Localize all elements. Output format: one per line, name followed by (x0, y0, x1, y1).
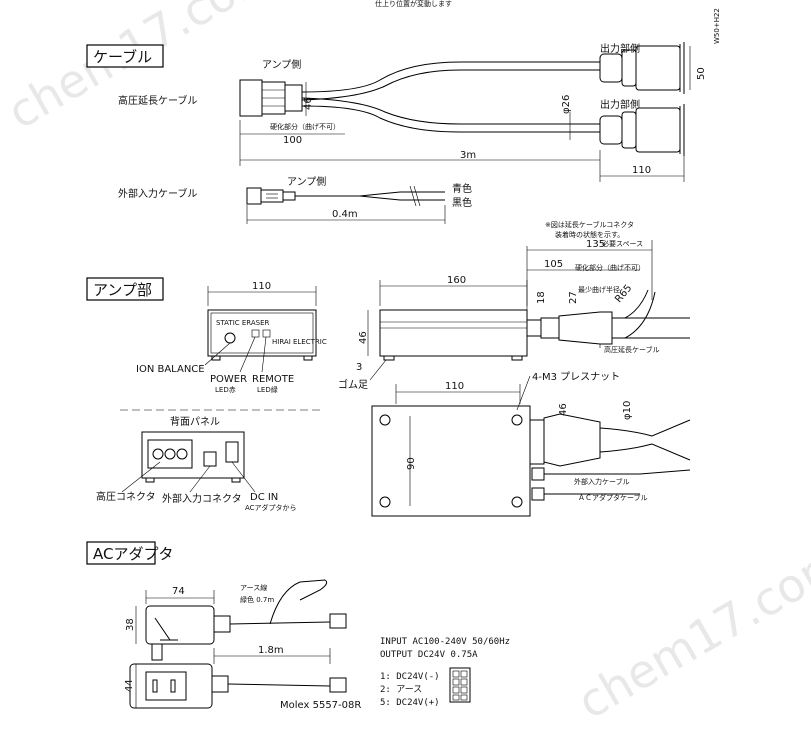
brand-text: HIRAI ELECTRIC (272, 338, 327, 346)
dim-160: 160 (447, 275, 466, 286)
dc-in-sub-label: ACアダプタから (245, 503, 297, 512)
ext-cable-label: 外部入力ケーブル (118, 187, 197, 200)
cable-branch-lower (301, 97, 600, 125)
section-amp: アンプ部 110 STATIC ERASER HIRAI ELECTRIC IO… (86, 220, 691, 517)
dim-3: 3 (356, 362, 362, 373)
dim-74: 74 (172, 586, 185, 597)
wire-black-label: 黒色 (452, 196, 472, 209)
side-note-2: 装着時の状態を示す。 (555, 230, 624, 239)
dim-46-side: 46 (358, 331, 369, 344)
remote-led-label: LED緑 (257, 385, 278, 394)
hv-cable-side-label: 高圧延長ケーブル (604, 345, 660, 354)
side-note-1: ※図は延長ケーブルコネクタ (545, 220, 634, 229)
pin-2: 2: アース (380, 685, 422, 695)
amp-side-view (379, 289, 690, 361)
dim-18: 18 (536, 291, 547, 304)
power-led-label: LED赤 (215, 386, 236, 394)
output-side-label-1: 出力部側 (600, 42, 640, 55)
ac-cable-label: ＡＣアダプタケーブル (578, 493, 648, 502)
dim-38: 38 (125, 618, 136, 631)
dim-27: 27 (568, 291, 579, 304)
amp-side-label: アンプ側 (262, 58, 301, 71)
molex-label: Molex 5557-08R (280, 700, 361, 711)
power-label: POWER (210, 374, 247, 385)
ext-input-connector (203, 451, 217, 467)
dim-90: 90 (406, 457, 417, 470)
power-led (251, 329, 260, 338)
section-title-adapter: ACアダプタ (93, 545, 173, 563)
dim-w50: W50+H22 (713, 8, 721, 44)
dim-3m: 3m (460, 150, 476, 161)
output-connector-upper (599, 42, 685, 94)
press-nut-label: 4-M3 プレスナット (532, 371, 620, 383)
section-title-box (86, 277, 164, 301)
ext-wire-blue (295, 191, 445, 197)
space-note: 必要スペース (602, 239, 643, 248)
dim-phi26: φ26 (561, 95, 572, 114)
dim-135: 135 (586, 239, 605, 250)
dim-50: 50 (696, 67, 707, 80)
pin-diagram (449, 667, 471, 703)
watermark: chem17.com (569, 533, 811, 729)
adapter-top-view (145, 579, 347, 661)
dim-top-110: 110 (445, 381, 464, 392)
spec-output: OUTPUT DC24V 0.75A (380, 650, 478, 660)
output-side-label-2: 出力部側 (600, 98, 640, 111)
dc-in-label: DC IN (250, 492, 278, 503)
watermark: chem17.com (0, 0, 284, 140)
ext-connector-label: 外部入力コネクタ (162, 492, 242, 505)
dim-phi10: φ10 (622, 401, 633, 420)
hv-connector-label: 高圧コネクタ (96, 490, 156, 503)
amp-front-view: STATIC ERASER HIRAI ELECTRIC (207, 309, 327, 361)
dim-44: 44 (124, 679, 135, 692)
back-panel-label: 背面パネル (170, 415, 220, 428)
dc-in-connector (225, 441, 239, 463)
section-title-amp: アンプ部 (93, 281, 152, 299)
pin-5: 5: DC24V(+) (380, 698, 440, 708)
section-title-box (86, 541, 156, 565)
remote-label: REMOTE (252, 374, 294, 385)
cable-branch-upper (301, 61, 600, 93)
section-cable: ケーブル 高圧延長ケーブル アンプ側 46 (86, 8, 721, 224)
spec-input: INPUT AC100-240V 50/60Hz (380, 637, 510, 647)
adapter-front-view (129, 663, 347, 709)
rigid-note-side: 硬化部分（曲げ不可） (575, 263, 645, 272)
dim-18m: 1.8m (258, 645, 284, 656)
dim-105: 105 (544, 259, 563, 270)
dim-46: 46 (303, 97, 314, 110)
hv-connector (147, 439, 193, 469)
section-title-box (86, 44, 164, 68)
hv-amp-connector (239, 79, 307, 117)
hv-cable-label: 高圧延長ケーブル (118, 94, 197, 107)
section-adapter: ACアダプタ 74 38 アース線 緑色 0.7m 1.8m (86, 541, 510, 711)
amp-top-view (371, 405, 691, 517)
ext-wire-black (359, 195, 445, 201)
dim-110: 110 (632, 165, 651, 176)
rigid-note: 硬化部分（曲げ不可） (270, 122, 340, 131)
ext-cable-top-label: 外部入力ケーブル (574, 477, 630, 486)
dim-04m: 0.4m (332, 209, 358, 220)
ground-wire-label: アース線 (240, 583, 267, 592)
section-title-cable: ケーブル (93, 48, 152, 66)
amp-back-view (141, 431, 245, 483)
dim-100: 100 (283, 135, 302, 146)
dim-46-top: 46 (558, 403, 569, 416)
ext-plug (246, 187, 296, 205)
rubber-foot-label: ゴム足 (338, 378, 368, 391)
ground-color-label: 緑色 0.7m (240, 595, 274, 604)
remote-led (262, 329, 271, 338)
pin-1: 1: DC24V(-) (380, 672, 440, 682)
wire-blue-label: 青色 (452, 182, 472, 195)
ion-balance-label: ION BALANCE (136, 364, 205, 375)
ion-balance-knob[interactable] (224, 332, 236, 344)
dim-front-110: 110 (252, 281, 271, 292)
output-connector-lower (599, 104, 685, 156)
top-note: 仕上り位置が変動します (375, 0, 452, 8)
min-bend-label: 最少曲げ半径 (578, 285, 620, 294)
ext-amp-side-label: アンプ側 (287, 175, 326, 188)
front-panel-text: STATIC ERASER (216, 319, 270, 327)
